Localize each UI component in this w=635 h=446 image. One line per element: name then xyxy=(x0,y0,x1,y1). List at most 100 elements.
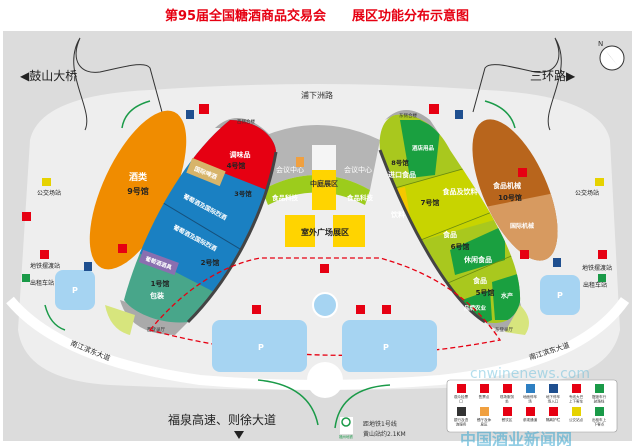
bus-station-left: 公交场站 xyxy=(37,189,61,197)
legend-item: 摆渡车行驶路线 xyxy=(592,384,607,403)
east-top-lobby-label: 东侧合楼 xyxy=(399,112,417,119)
underground-parking-icon xyxy=(553,258,561,267)
legend-item: 餐厅及休息区 xyxy=(477,407,492,426)
conf-left-label: 会议中心 xyxy=(276,165,304,174)
fountain xyxy=(312,292,338,318)
svg-text:4号馆: 4号馆 xyxy=(227,161,246,170)
road-south: 福泉高速、则徐大道 xyxy=(168,412,276,427)
road-puxiazhou: 浦下洲路 xyxy=(301,90,333,100)
svg-text:9号馆: 9号馆 xyxy=(127,186,149,196)
dining-icon xyxy=(503,407,512,416)
east-bottom-plaza xyxy=(505,305,529,335)
roundabout xyxy=(307,362,343,398)
svg-text:酒店用品: 酒店用品 xyxy=(412,144,435,152)
bus-icon xyxy=(40,250,49,259)
legend-label: 地面停车场 xyxy=(523,394,538,403)
legend-label: 出租车上下客点 xyxy=(592,417,607,426)
hall-9[interactable]: 酒类 9号馆 xyxy=(70,97,206,282)
underground-parking-icon xyxy=(549,384,558,393)
svg-text:进口食品: 进口食品 xyxy=(388,170,416,179)
legend-item: 公交站点 xyxy=(569,407,584,422)
legend-label: 售票点 xyxy=(479,394,490,399)
bus-stop-icon xyxy=(42,178,51,186)
left-interchange xyxy=(73,37,163,131)
atrium-label: 中庭展区 xyxy=(310,179,338,188)
svg-text:7号馆: 7号馆 xyxy=(421,198,440,207)
ticket-gate-icon xyxy=(518,168,527,177)
parking-lot[interactable] xyxy=(540,275,580,315)
svg-text:3号馆: 3号馆 xyxy=(234,189,252,198)
svg-text:饮料: 饮料 xyxy=(390,210,405,219)
legend-item: 专线大巴上下客车 xyxy=(569,384,584,403)
svg-text:水产: 水产 xyxy=(501,292,513,300)
legend-item: 观众检票口 xyxy=(454,384,469,403)
bus-icon xyxy=(598,250,607,259)
west-bottom-lobby-label: 西登录厅 xyxy=(147,326,165,333)
ticket-sale-icon xyxy=(480,384,489,393)
parking-lot[interactable] xyxy=(212,320,307,372)
parking-lot[interactable] xyxy=(342,320,437,372)
hall-4[interactable]: 调味品 4号馆 xyxy=(227,150,251,170)
svg-text:5号馆: 5号馆 xyxy=(476,288,495,297)
underground-parking-icon xyxy=(84,262,92,271)
legend: 观众检票口售票点现场服务处地面停车场地下停车场入口专线大巴上下客车摆渡车行驶路线… xyxy=(446,379,618,433)
taxi-icon xyxy=(595,407,604,416)
road-third-ring: 三环路▶ xyxy=(530,68,576,83)
metro-info: 福州地铁 距地铁1号线 黄山站约2.1KM xyxy=(339,417,406,439)
watermark-url: cnwinenews.com xyxy=(470,366,590,382)
parking-icon: P xyxy=(258,343,264,352)
restaurant-icon xyxy=(480,407,489,416)
legend-label: 银行及咨询服务 xyxy=(454,417,469,426)
hall-6[interactable]: 食品 6号馆 休闲食品 xyxy=(442,230,492,264)
bus-icon xyxy=(199,104,209,114)
bus-icon xyxy=(572,384,581,393)
outdoor-plaza[interactable]: 室外广场展区 xyxy=(285,215,365,247)
hall-7[interactable]: 饮料 7号馆 食品及饮料 xyxy=(390,187,478,219)
hall-5[interactable]: 食品 5号馆 品牌农业 水产 xyxy=(464,276,513,312)
metro-shuttle-right: 地铁摆渡站 xyxy=(582,264,612,272)
svg-text:调味品: 调味品 xyxy=(230,150,251,159)
west-top-lobby-label: 西侧合楼 xyxy=(237,118,255,125)
watermark-name: 中国酒业新闻网 xyxy=(460,430,572,446)
legend-item: 现场服务处 xyxy=(500,384,515,403)
svg-text:2号馆: 2号馆 xyxy=(201,258,220,267)
parking-icon: P xyxy=(557,291,563,300)
right-interchange xyxy=(472,37,562,131)
legend-label: 餐饮区 xyxy=(502,417,513,422)
svg-text:10号馆: 10号馆 xyxy=(498,193,522,202)
arrow-down-icon xyxy=(234,431,244,439)
shuttle-route-arrow xyxy=(257,379,319,426)
svg-text:8号馆: 8号馆 xyxy=(391,158,409,167)
ticket-gate-icons xyxy=(22,168,529,314)
svg-text:国际机械: 国际机械 xyxy=(510,222,534,230)
svg-text:休闲食品: 休闲食品 xyxy=(463,255,492,264)
legend-label: 现场服务处 xyxy=(500,394,515,403)
legend-label: 公交站点 xyxy=(569,417,584,422)
parking-lot[interactable] xyxy=(55,270,95,310)
conf-right-label: 会议中心 xyxy=(344,165,372,174)
ticket-gate-icon xyxy=(382,305,391,314)
parking-icon: P xyxy=(383,343,389,352)
legend-item: 售票点 xyxy=(479,384,490,399)
tech-right-label: 食品科技 xyxy=(346,193,374,202)
shuttle-route-icon xyxy=(595,384,604,393)
legend-item: 参观通道 xyxy=(523,407,538,422)
legend-label: 摆渡车行驶路线 xyxy=(592,394,607,403)
ticket-gate-icon xyxy=(356,305,365,314)
legend-label: 专线大巴上下客车 xyxy=(569,394,584,403)
hall-8[interactable]: 8号馆 进口食品 酒店用品 xyxy=(388,144,434,179)
svg-text:室外广场展区: 室外广场展区 xyxy=(301,227,349,237)
underground-parking-icon xyxy=(186,110,194,119)
east-top-lobby xyxy=(385,110,450,150)
page-title: 第95届全国糖酒商品交易会 展区功能分布示意图 xyxy=(165,8,469,24)
east-hall-edge xyxy=(378,149,486,324)
legend-label: 参观通道 xyxy=(523,417,538,422)
taxi-station-right: 出租车站 xyxy=(583,281,607,289)
shuttle-route-arrow xyxy=(334,384,391,429)
bus-icon xyxy=(429,104,439,114)
bank-icon xyxy=(457,407,466,416)
ticket-gate-icon xyxy=(520,250,529,259)
ticket-gate-icon xyxy=(252,305,261,314)
road-gushan-bridge: ◀鼓山大桥 xyxy=(20,69,77,83)
